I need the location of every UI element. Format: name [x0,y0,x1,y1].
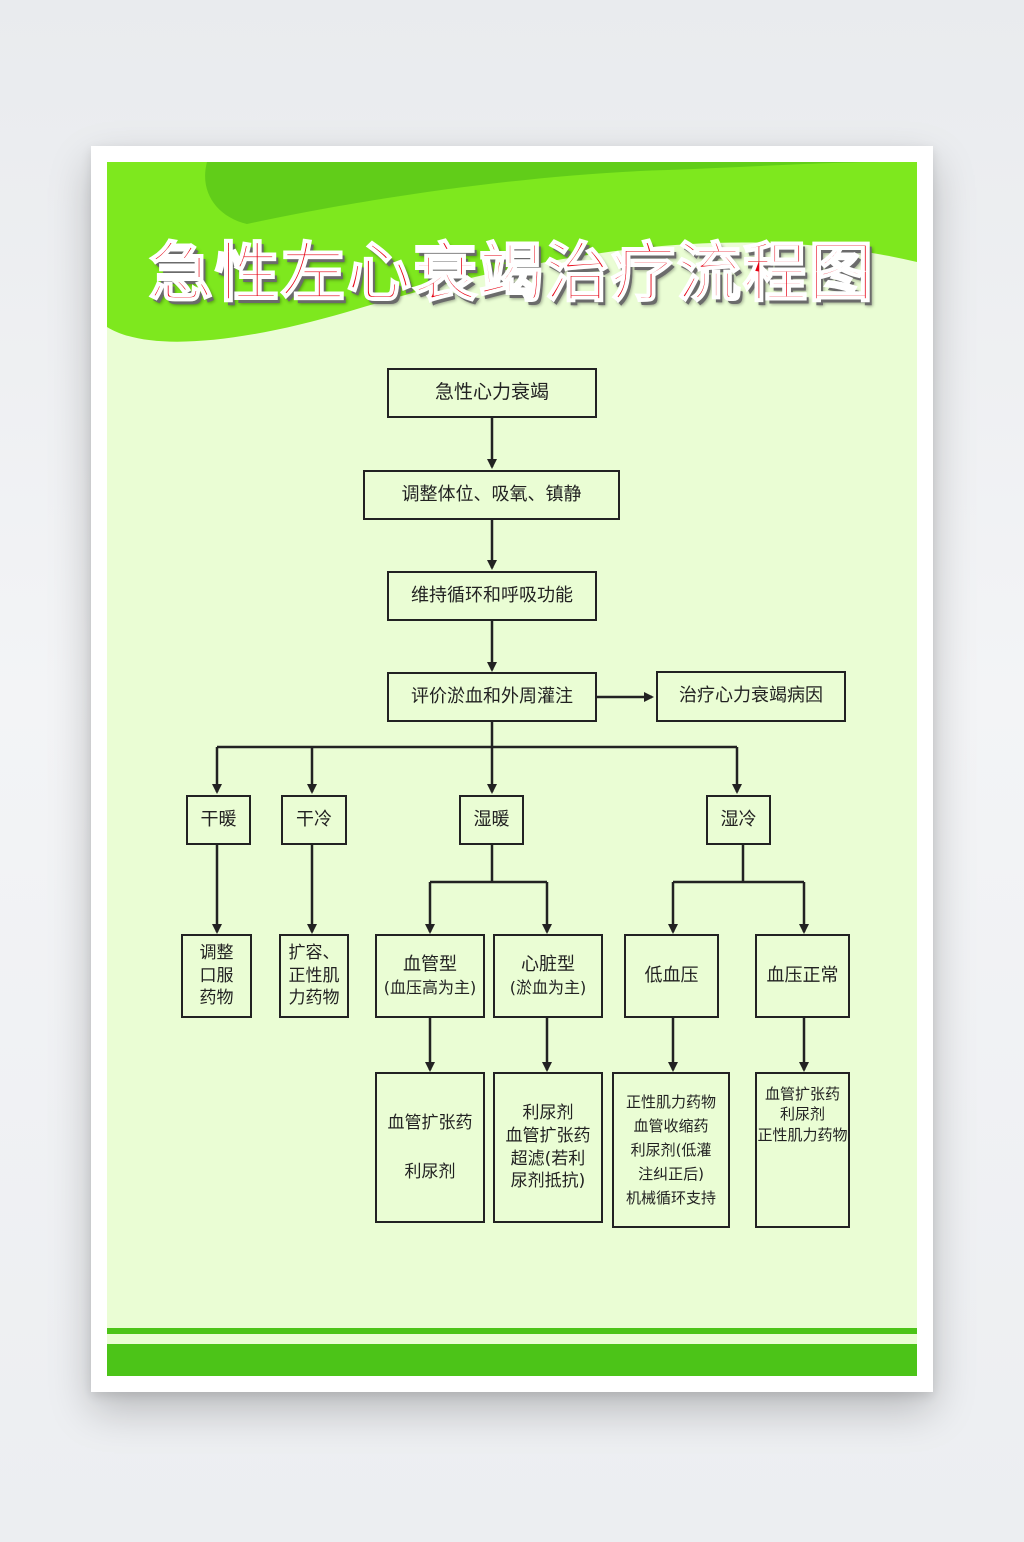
node-cardiac-tx: 利尿剂 血管扩张药 超滤(若利 尿剂抵抗) [493,1072,603,1223]
vascular-tx-line1: 血管扩张药 [387,1112,473,1133]
poster-title: 急性左心衰竭治疗流程图 [148,236,875,312]
node-low-bp-tx: 正性肌力药物 血管收缩药 利尿剂(低灌 注纠正后) 机械循环支持 [612,1072,730,1228]
node-wet-cold: 湿冷 [706,795,771,845]
poster: 急性左心衰竭治疗流程图 [107,162,917,1376]
node-wet-warm: 湿暖 [459,795,524,845]
node-start: 急性心力衰竭 [387,368,597,418]
node-dry-cold-tx: 扩容、 正性肌 力药物 [279,934,349,1018]
vascular-line1: 血管型 [403,954,457,976]
node-step3: 维持循环和呼吸功能 [387,571,597,621]
node-step2: 调整体位、吸氧、镇静 [363,470,620,520]
cardiac-line1: 心脏型 [521,954,575,976]
node-vascular: 血管型 (血压高为主) [375,934,485,1018]
node-low-bp: 低血压 [624,934,719,1018]
node-dry-warm: 干暖 [186,795,251,845]
node-step4: 评价淤血和外周灌注 [387,672,597,722]
header-wave [107,162,917,342]
node-dry-warm-tx: 调整 口服 药物 [181,934,252,1018]
node-vascular-tx: 血管扩张药 利尿剂 [375,1072,485,1223]
bottom-bar [107,1344,917,1376]
flow-connectors [212,418,809,1072]
node-side: 治疗心力衰竭病因 [656,671,846,722]
node-normal-bp: 血压正常 [755,934,850,1018]
vascular-tx-line2: 利尿剂 [404,1161,456,1182]
header-wave-dark [205,162,887,224]
node-normal-bp-tx: 血管扩张药 利尿剂 正性肌力药物 [755,1072,850,1228]
cardiac-line2: (淤血为主) [509,978,587,998]
node-cardiac: 心脏型 (淤血为主) [493,934,603,1018]
bottom-thin-bar [107,1328,917,1334]
poster-frame: 急性左心衰竭治疗流程图 [91,146,933,1392]
vascular-line2: (血压高为主) [383,978,477,998]
node-dry-cold: 干冷 [281,795,347,845]
